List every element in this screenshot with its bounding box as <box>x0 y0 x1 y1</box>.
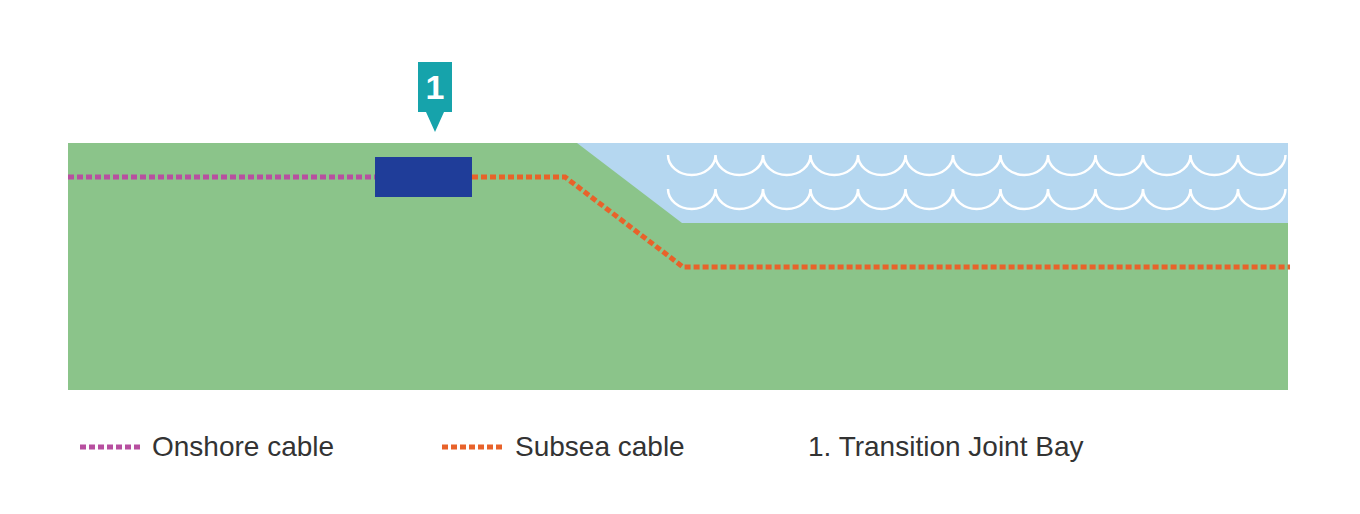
waves <box>668 155 1286 209</box>
subsea-cable <box>472 177 1290 267</box>
transition-joint-bay <box>375 157 472 197</box>
legend-sample-line <box>80 445 140 450</box>
sea <box>577 143 1288 223</box>
legend-text: Onshore cable <box>152 433 334 461</box>
legend-text: 1. Transition Joint Bay <box>808 433 1083 461</box>
callout-shape <box>418 62 452 132</box>
legend-text: Subsea cable <box>515 433 685 461</box>
callout-number: 1 <box>418 62 452 112</box>
ground <box>68 143 1288 390</box>
legend-sample-line <box>442 445 502 450</box>
onshore-cable <box>68 175 375 180</box>
callout-number: 1 <box>418 62 452 132</box>
